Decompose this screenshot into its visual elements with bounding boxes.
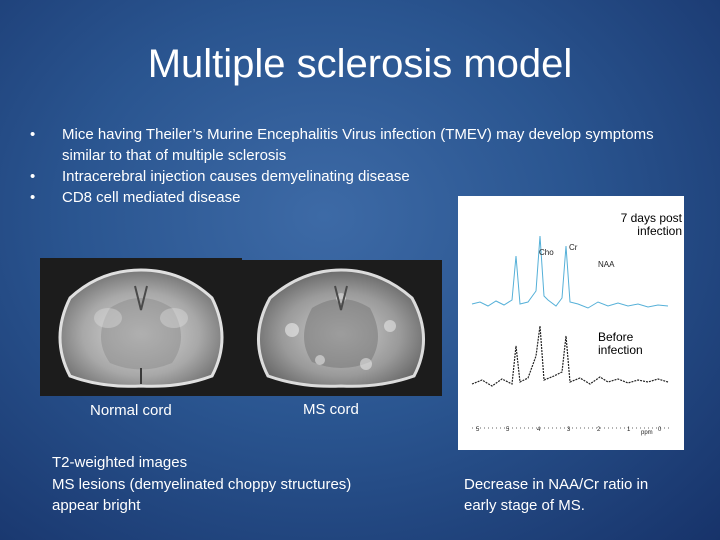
bullet-item-injection: • Intracerebral injection causes demyeli… [30, 166, 670, 187]
bullet-item-cd8: • CD8 cell mediated disease [30, 187, 670, 208]
bullet-text: Mice having Theiler’s Murine Encephaliti… [62, 126, 654, 164]
ppm-tick: 5 [476, 427, 480, 433]
before-infection-line-2: infection [598, 343, 643, 357]
ppm-tick: 2 [597, 427, 601, 433]
ppm-tick: 1 [627, 427, 631, 433]
bullet-text: Intracerebral injection causes demyelina… [62, 168, 410, 185]
ppm-tick: 3 [567, 427, 571, 433]
post-infection-line-2: infection [637, 224, 682, 238]
before-infection-line-1: Before [598, 330, 634, 344]
ms-cord-caption: MS cord [303, 401, 359, 418]
spectrum-traces [471, 235, 670, 429]
ppm-tick: 4 [537, 427, 541, 433]
conclusion-line-1: Decrease in NAA/Cr ratio in [464, 476, 649, 493]
t2-description: T2-weighted images MS lesions (demyelina… [52, 452, 351, 517]
cr-peak-label: Cr [569, 243, 578, 252]
naa-peak-label: NAA [598, 260, 615, 269]
ppm-tick: 5 [506, 427, 510, 433]
naa-cr-conclusion: Decrease in NAA/Cr ratio in early stage … [464, 474, 648, 516]
t2-line-2: MS lesions (demyelinated choppy structur… [52, 475, 352, 493]
t2-line-1: T2-weighted images [52, 454, 188, 471]
bullet-dot: • [30, 189, 36, 206]
bullet-list: • Mice having Theiler’s Murine Encephali… [30, 124, 670, 208]
ppm-tick: 0 [658, 427, 662, 433]
post-infection-label: 7 days post infection [598, 212, 682, 238]
conclusion-line-2: early stage of MS. [464, 497, 585, 514]
bullet-text: CD8 cell mediated disease [62, 189, 241, 206]
normal-cord-mri-image [40, 258, 242, 396]
bullet-dot: • [30, 126, 36, 143]
t2-line-3: appear bright [52, 497, 141, 514]
slide-title: Multiple sclerosis model [147, 42, 573, 86]
mr-spectrum-figure: 7 days post infection Before infection C… [458, 196, 684, 450]
cho-peak-label: Cho [539, 248, 554, 257]
bullet-item-tmev: • Mice having Theiler’s Murine Encephali… [30, 124, 670, 166]
ms-cord-mri-image [240, 260, 442, 396]
before-infection-label: Before infection [598, 331, 668, 357]
post-infection-line-1: 7 days post [620, 211, 682, 225]
bullet-dot: • [30, 168, 36, 185]
ppm-unit: ppm [641, 430, 653, 436]
normal-cord-caption: Normal cord [90, 402, 172, 419]
